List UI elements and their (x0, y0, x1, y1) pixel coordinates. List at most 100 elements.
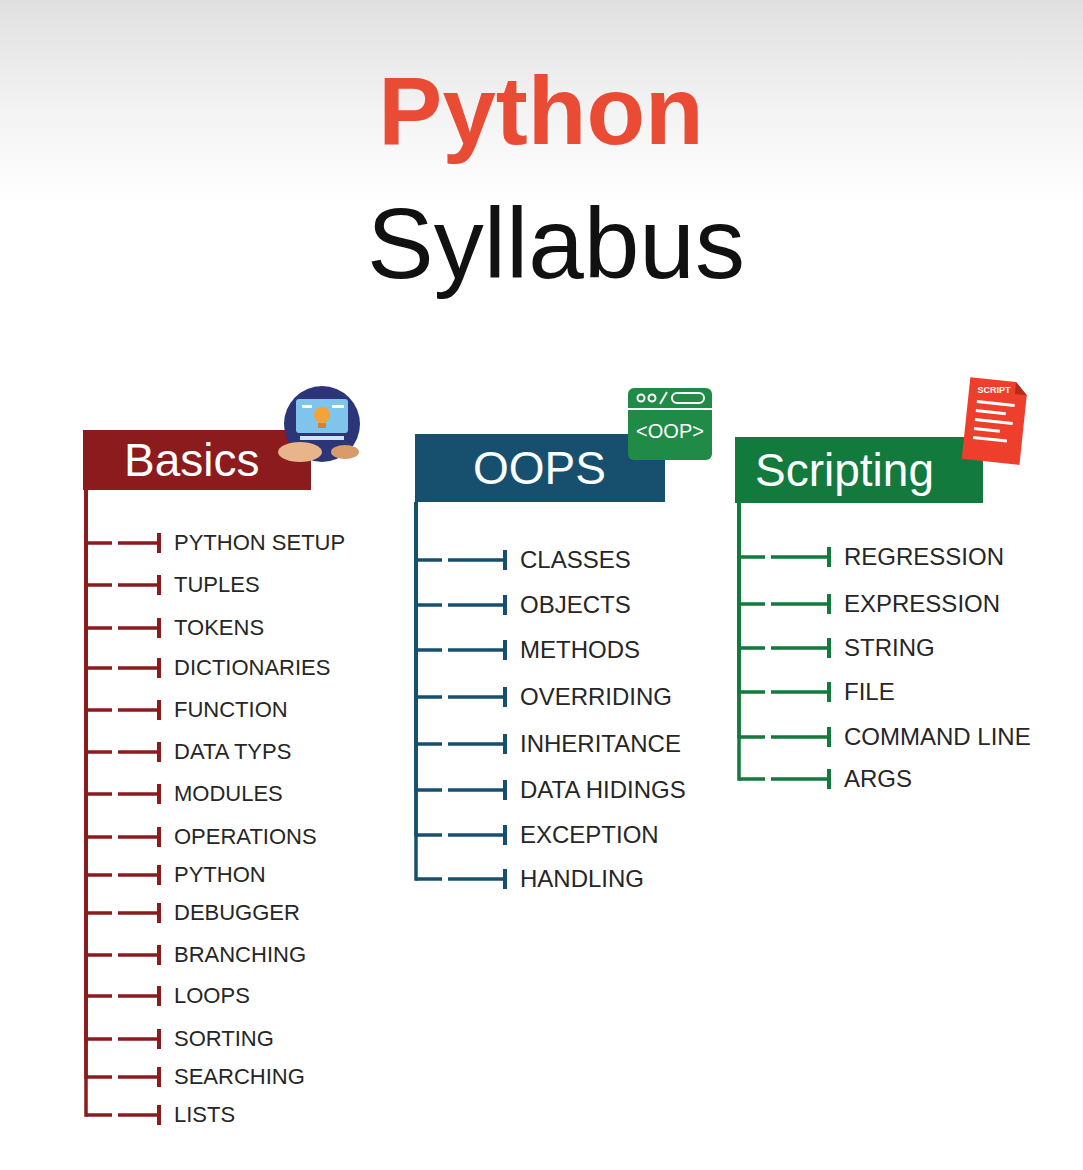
tree-connector (739, 503, 829, 567)
tree-tick (503, 595, 507, 615)
tree-tick (157, 533, 161, 553)
topic-item: TOKENS (160, 615, 268, 640)
topic-item: PYTHON SETUP (160, 530, 349, 555)
icon-fold (1015, 382, 1028, 395)
topic-text: CLASSES (520, 546, 631, 574)
topic-text: OBJECTS (520, 591, 631, 619)
topic-text: INHERITANCE (520, 730, 681, 758)
tree-tick (503, 640, 507, 660)
icon-line (975, 418, 1013, 425)
tree-connector (416, 502, 505, 615)
topic-item: TUPLES (160, 572, 264, 597)
tree-branch (86, 750, 158, 754)
tree-connector (86, 490, 159, 595)
topic-item: FUNCTION (160, 697, 292, 722)
icon-window (628, 388, 712, 460)
topic-item: OBJECTS (506, 591, 635, 619)
topic-text: OVERRIDING (520, 683, 672, 711)
topic-item: MODULES (160, 781, 287, 806)
topic-item: COMMAND LINE (830, 723, 1035, 751)
tree-tick (157, 700, 161, 720)
tree-connector (416, 502, 505, 754)
topic-text: COMMAND LINE (844, 723, 1031, 751)
tree-connector (86, 490, 159, 847)
topic-item: EXPRESSION (830, 590, 1004, 618)
topic-text: FILE (844, 678, 895, 706)
topic-item: INHERITANCE (506, 730, 685, 758)
tree-tick (827, 594, 831, 614)
script-icon (962, 377, 1028, 465)
tree-tick (157, 865, 161, 885)
topic-text: REGRESSION (844, 543, 1004, 571)
topic-text: ARGS (844, 765, 912, 793)
topic-text: FUNCTION (174, 697, 288, 722)
topic-item: SEARCHING (160, 1064, 309, 1089)
topic-text: BRANCHING (174, 942, 306, 967)
topic-text: EXCEPTION (520, 821, 659, 849)
topic-item: FILE (830, 678, 899, 706)
topic-text: PYTHON SETUP (174, 530, 345, 555)
section-header: Scripting (735, 437, 983, 503)
tree-branch (86, 583, 158, 587)
tree-connector (86, 490, 159, 720)
topic-item: DATA TYPS (160, 739, 295, 764)
tree-branch (86, 626, 158, 630)
tree-connector (86, 490, 159, 923)
tree-branch (86, 792, 158, 796)
topic-item: METHODS (506, 636, 644, 664)
topic-text: EXPRESSION (844, 590, 1000, 618)
tree-tick (157, 903, 161, 923)
topic-item: LOOPS (160, 983, 254, 1008)
tree-branch (416, 877, 504, 881)
tree-tick (157, 827, 161, 847)
tree-tick (827, 547, 831, 567)
tree-branch (86, 911, 158, 915)
tree-connector (86, 490, 159, 885)
tree-tick (157, 658, 161, 678)
tree-tick (157, 784, 161, 804)
icon-line (974, 427, 1000, 433)
topic-text: SEARCHING (174, 1064, 305, 1089)
topic-item: BRANCHING (160, 942, 310, 967)
icon-hand (331, 445, 359, 459)
tree-connector (86, 490, 159, 678)
tree-tick (827, 727, 831, 747)
topic-text: LOOPS (174, 983, 250, 1008)
icon-rule (628, 408, 712, 410)
basics-icon (278, 386, 360, 462)
tree-tick (157, 742, 161, 762)
icon-page (962, 377, 1028, 465)
section-header: Basics (83, 430, 311, 490)
tree-connector (416, 502, 505, 660)
topic-text: METHODS (520, 636, 640, 664)
icon-slash (660, 392, 667, 404)
tree-connector (739, 503, 829, 789)
tree-connector (86, 490, 159, 804)
icon-line (976, 409, 1006, 415)
tree-branch (86, 994, 158, 998)
icon-text: <OOP> (636, 421, 704, 441)
topic-text: TOKENS (174, 615, 264, 640)
topic-item: STRING (830, 634, 939, 662)
topic-item: EXCEPTION (506, 821, 663, 849)
tree-connector (86, 490, 159, 553)
topic-item: HANDLING (506, 865, 648, 893)
tree-connector (86, 490, 159, 1006)
tree-branch (416, 603, 504, 607)
tree-branch (739, 602, 828, 606)
icon-line (302, 405, 312, 408)
topic-item: ARGS (830, 765, 916, 793)
tree-branch (739, 735, 828, 739)
subtitle: Syllabus (367, 193, 745, 293)
icon-text: SCRIPT (977, 386, 1010, 395)
tree-branch (86, 835, 158, 839)
tree-connector (416, 502, 505, 707)
icon-dot (649, 395, 656, 402)
tree-branch (416, 742, 504, 746)
tree-branch (739, 777, 828, 781)
tree-branch (86, 873, 158, 877)
tree-trunk (414, 502, 418, 881)
tree-connector (86, 490, 159, 762)
